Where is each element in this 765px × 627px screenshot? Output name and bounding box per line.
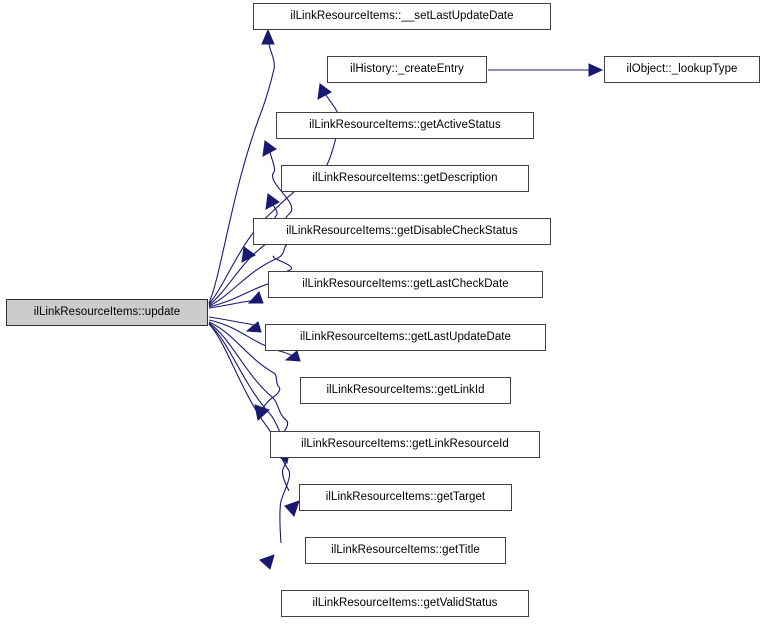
edge-arrowhead — [284, 350, 301, 362]
graph-node-label: ilLinkResourceItems::getLinkId — [326, 383, 485, 396]
edge-arrowhead — [262, 140, 277, 157]
graph-node-setLastUpdateDate[interactable]: ilLinkResourceItems::__setLastUpdateDate — [253, 3, 551, 30]
graph-node-label: ilLinkResourceItems::getDisableCheckStat… — [286, 224, 518, 237]
call-edge — [208, 316, 262, 333]
graph-node-label: ilLinkResourceItems::getDescription — [312, 171, 498, 184]
graph-node-label: ilLinkResourceItems::update — [33, 305, 181, 318]
edge-arrowhead — [265, 193, 280, 210]
graph-node-label: ilLinkResourceItems::getTarget — [325, 490, 486, 503]
edge-arrowhead — [259, 554, 275, 570]
graph-node-getTarget[interactable]: ilLinkResourceItems::getTarget — [299, 484, 512, 511]
edge-arrowhead — [245, 321, 262, 333]
graph-node-getDescription[interactable]: ilLinkResourceItems::getDescription — [281, 165, 529, 192]
graph-node-update[interactable]: ilLinkResourceItems::update — [6, 299, 208, 326]
graph-node-label: ilLinkResourceItems::getLinkResourceId — [301, 437, 509, 450]
call-edge — [208, 323, 300, 517]
graph-node-label: ilLinkResourceItems::getLastCheckDate — [302, 277, 509, 290]
graph-node-getActiveStatus[interactable]: ilLinkResourceItems::getActiveStatus — [276, 112, 534, 139]
graph-node-label: ilObject::_lookupType — [626, 62, 738, 75]
edge-arrowhead — [317, 83, 332, 100]
graph-node-label: ilLinkResourceItems::__setLastUpdateDate — [290, 9, 514, 22]
edge-arrowhead — [588, 63, 604, 77]
graph-node-label: ilLinkResourceItems::getTitle — [331, 543, 480, 556]
call-edge — [208, 291, 264, 309]
call-edge — [208, 28, 275, 304]
graph-node-label: ilHistory::_createEntry — [350, 62, 464, 75]
graph-node-lookupType[interactable]: ilObject::_lookupType — [604, 56, 760, 83]
graph-node-label: ilLinkResourceItems::getValidStatus — [312, 596, 498, 609]
edge-arrowhead — [241, 246, 256, 263]
graph-node-label: ilLinkResourceItems::getLastUpdateDate — [300, 330, 511, 343]
edge-arrowhead — [261, 28, 275, 45]
call-edge — [488, 63, 604, 77]
graph-node-getLinkId[interactable]: ilLinkResourceItems::getLinkId — [300, 377, 511, 404]
edge-arrowhead — [247, 291, 264, 304]
graph-node-getTitle[interactable]: ilLinkResourceItems::getTitle — [305, 537, 506, 564]
graph-node-createEntry[interactable]: ilHistory::_createEntry — [327, 56, 487, 83]
graph-node-label: ilLinkResourceItems::getActiveStatus — [309, 118, 501, 131]
graph-node-getDisableCheckStatus[interactable]: ilLinkResourceItems::getDisableCheckStat… — [253, 218, 551, 245]
graph-node-getLastUpdateDate[interactable]: ilLinkResourceItems::getLastUpdateDate — [265, 324, 546, 351]
edge-arrowhead — [254, 404, 270, 421]
edge-arrowhead — [284, 500, 300, 517]
graph-node-getValidStatus[interactable]: ilLinkResourceItems::getValidStatus — [281, 590, 529, 617]
graph-node-getLastCheckDate[interactable]: ilLinkResourceItems::getLastCheckDate — [268, 271, 543, 298]
graph-node-getLinkResourceId[interactable]: ilLinkResourceItems::getLinkResourceId — [270, 431, 540, 458]
